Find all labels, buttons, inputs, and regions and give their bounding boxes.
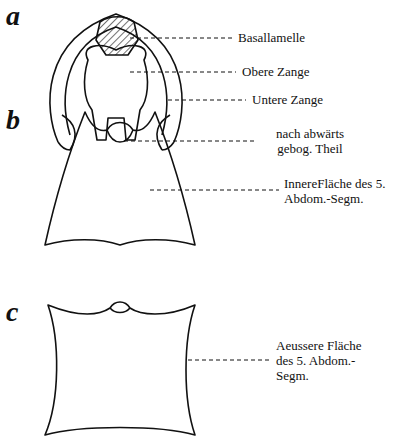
leader-line	[188, 360, 272, 361]
part-label: Basallamelle	[238, 30, 408, 45]
part-label: InnereFläche des 5. Abdom.-Segm.	[284, 176, 396, 206]
segment-inner	[45, 112, 195, 245]
basal-lamella	[96, 17, 138, 55]
leader-line	[130, 38, 232, 39]
figure-letter: a	[6, 2, 46, 30]
leader-line	[124, 141, 256, 142]
part-label: nach abwärts gebog. Theil	[260, 126, 360, 156]
leader-line	[168, 100, 246, 101]
part-label: Untere Zange	[252, 92, 412, 107]
bent-edge	[110, 308, 130, 313]
part-label: Aeussere Fläche des 5. Abdom.-Segm.	[276, 338, 381, 383]
lower-forceps-right	[157, 115, 174, 150]
part-label: Obere Zange	[242, 64, 412, 79]
figure-letter: b	[6, 106, 46, 134]
figure-letter: c	[6, 298, 46, 326]
bent-part	[107, 130, 133, 142]
segment-outer	[45, 302, 195, 435]
leader-line	[150, 190, 279, 191]
leader-line	[130, 72, 236, 73]
